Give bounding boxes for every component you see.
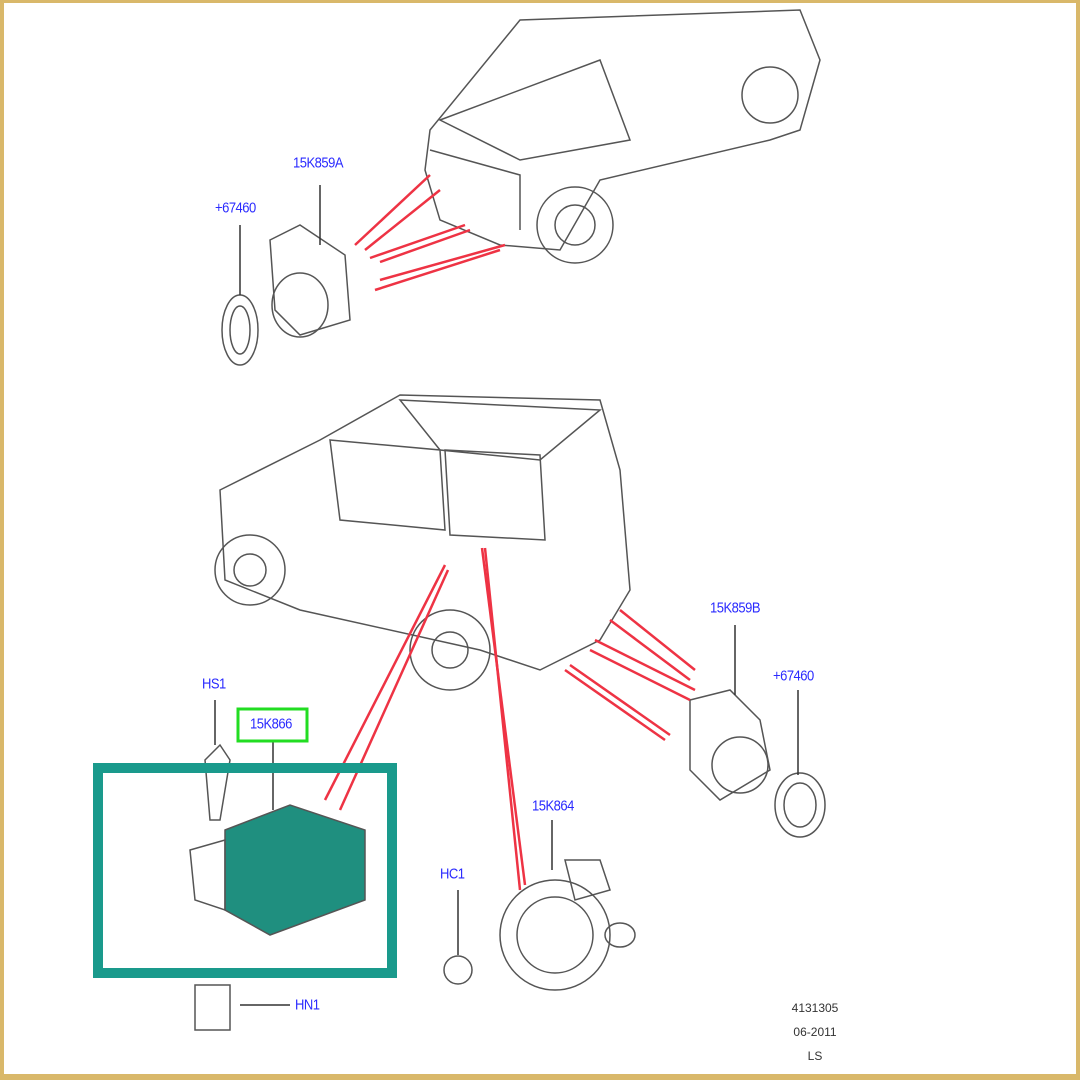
- footer-code: 4131305: [791, 1001, 839, 1015]
- label-front-sensor[interactable]: 15K859A: [293, 154, 344, 171]
- footer-date: 06-2011: [793, 1025, 837, 1039]
- label-front-bezel[interactable]: +67460: [215, 199, 256, 216]
- module-label-box: [236, 707, 309, 743]
- label-module-nut[interactable]: HN1: [295, 996, 320, 1013]
- sounder-drawing: [443, 820, 636, 991]
- diagram-footer: 4131305 06-2011 LS: [785, 996, 845, 1068]
- front-sensor-drawing: [221, 185, 351, 366]
- label-sounder[interactable]: 15K864: [532, 797, 574, 814]
- footer-tag: LS: [807, 1049, 823, 1063]
- front-vehicle-drawing: [424, 9, 821, 264]
- rear-vehicle-drawing: [214, 394, 631, 691]
- label-module[interactable]: 15K866: [250, 715, 292, 732]
- module-highlight-box: [93, 763, 397, 978]
- label-rear-sensor[interactable]: 15K859B: [710, 599, 761, 616]
- label-rear-bezel[interactable]: +67460: [773, 667, 814, 684]
- rear-sensor-drawing: [689, 625, 826, 838]
- label-module-screw[interactable]: HS1: [202, 675, 226, 692]
- leader-lines: [323, 174, 696, 891]
- module-drawing: [189, 700, 366, 1031]
- label-sounder-clip[interactable]: HC1: [440, 865, 465, 882]
